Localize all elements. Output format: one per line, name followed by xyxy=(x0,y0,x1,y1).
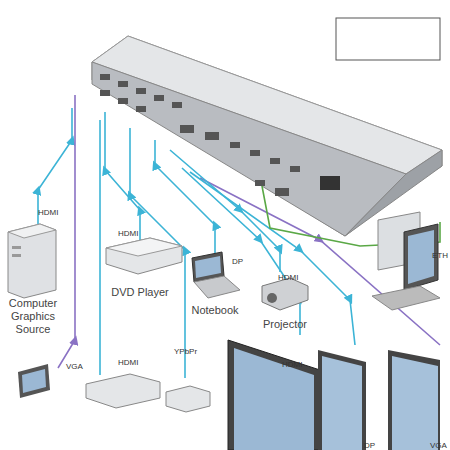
displays xyxy=(228,340,440,450)
device-label: Projector xyxy=(252,318,318,331)
signal-label: HDMI xyxy=(38,208,58,217)
projector xyxy=(262,278,308,310)
signal-label: DP xyxy=(364,441,375,450)
pc-station xyxy=(372,212,440,310)
switcher-unit xyxy=(92,36,442,236)
device-name: Notebook xyxy=(182,304,248,317)
signal-label: HDMI xyxy=(278,273,298,282)
signal-label: HDMI xyxy=(118,358,138,367)
signal-label: HDMI xyxy=(118,229,138,238)
input-cables xyxy=(38,108,215,378)
device-name: Projector xyxy=(252,318,318,331)
device-label: Notebook xyxy=(182,304,248,317)
dvd-player xyxy=(106,238,182,274)
frame-box xyxy=(336,18,440,60)
device-name: Computer Graphics Source xyxy=(0,297,66,336)
output-cables xyxy=(170,150,355,345)
signal-label: VGA xyxy=(430,441,447,450)
device-label: Computer Graphics Source xyxy=(0,297,66,336)
device-name: DVD Player xyxy=(100,286,180,299)
signal-label: ETH xyxy=(432,251,448,260)
signal-label: VGA xyxy=(66,362,83,371)
computer-tower xyxy=(8,224,56,298)
signal-label: YPbPr xyxy=(174,347,197,356)
device-label: DVD Player xyxy=(100,286,180,299)
bottom-sources xyxy=(18,364,210,412)
signal-label: DP xyxy=(232,257,243,266)
signal-label: HDMI xyxy=(282,360,302,369)
vga-cables xyxy=(58,95,440,368)
